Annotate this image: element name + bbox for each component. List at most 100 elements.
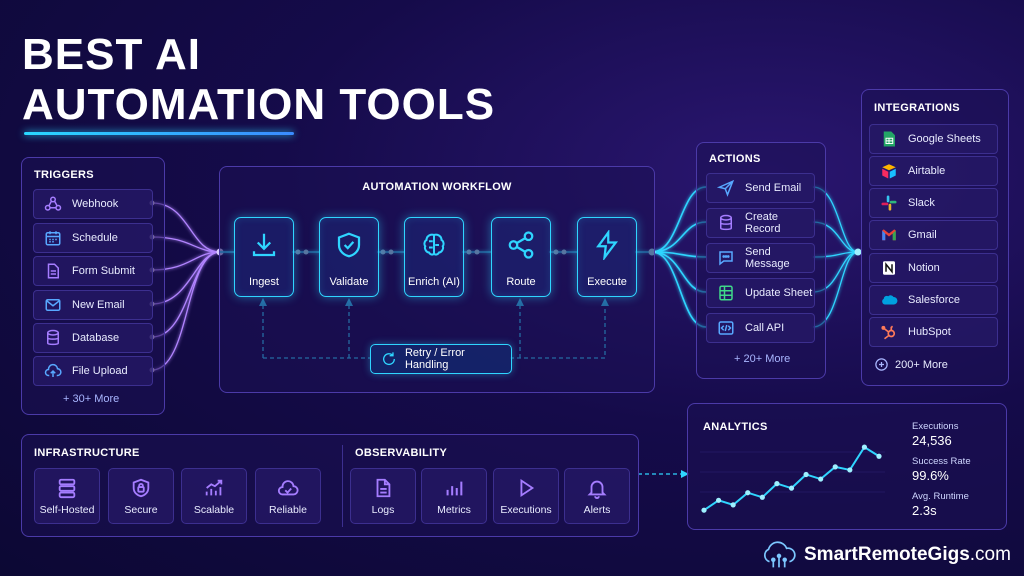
retry-label: Retry / Error Handling [404, 347, 465, 371]
action-create-record[interactable]: Create Record [706, 208, 815, 238]
infra-secure[interactable]: Secure [108, 468, 174, 524]
google-sheets-icon [883, 131, 895, 147]
step-label: Execute [587, 276, 627, 288]
slack-icon [881, 195, 897, 211]
stat-executions-label: Executions [912, 421, 959, 432]
trend-point [715, 497, 722, 503]
stat-success-rate-label: Success Rate [912, 456, 971, 467]
step-route[interactable]: Route [491, 217, 551, 297]
database-icon [720, 214, 732, 231]
integration-slack[interactable]: Slack [869, 188, 998, 218]
trigger-form-submit[interactable]: Form Submit [33, 256, 153, 286]
infrastructure-heading: INFRASTRUCTURE [34, 447, 140, 459]
step-ingest[interactable]: Ingest [234, 217, 294, 297]
integration-gmail[interactable]: Gmail [869, 220, 998, 250]
page-title: BEST AI AUTOMATION TOOLS [22, 30, 495, 130]
trigger-file-upload[interactable]: File Upload [33, 356, 153, 386]
integration-label: Google Sheets [908, 133, 981, 145]
database-icon [47, 329, 59, 346]
title-line-1: BEST AI [22, 30, 201, 79]
infra-label: Reliable [269, 504, 307, 516]
title-underline [24, 132, 294, 135]
observability-alerts[interactable]: Alerts [564, 468, 630, 524]
trigger-schedule[interactable]: Schedule [33, 223, 153, 253]
trend-point [876, 453, 882, 459]
code-icon [718, 321, 734, 335]
stat-success-rate-value: 99.6% [912, 468, 949, 483]
observability-label: Metrics [437, 504, 471, 516]
trend-point [818, 476, 824, 482]
stat-avg-runtime-value: 2.3s [912, 503, 937, 518]
infra-reliable[interactable]: Reliable [255, 468, 321, 524]
observability-logs[interactable]: Logs [350, 468, 416, 524]
action-update-sheet[interactable]: Update Sheet [706, 278, 815, 308]
observability-heading: OBSERVABILITY [355, 447, 448, 459]
action-send-email[interactable]: Send Email [706, 173, 815, 203]
infra-scalable[interactable]: Scalable [181, 468, 247, 524]
action-label: Send Message [745, 246, 790, 270]
brain-icon [423, 233, 445, 256]
lock-shield-icon [132, 478, 150, 498]
growth-chart-icon [205, 479, 223, 496]
integration-label: Gmail [908, 229, 937, 241]
infra-self-hosted[interactable]: Self-Hosted [34, 468, 100, 524]
brand-name: SmartRemoteGigs.com [804, 544, 1011, 566]
integration-notion[interactable]: Notion [869, 253, 998, 283]
trend-point [745, 490, 751, 496]
step-label: Validate [329, 276, 369, 288]
integrations-more-link[interactable]: 200+ More [874, 357, 948, 372]
trigger-label: Schedule [72, 232, 118, 244]
salesforce-icon [882, 295, 898, 305]
retry-error-handling[interactable]: Retry / Error Handling [370, 344, 512, 374]
server-icon [58, 478, 76, 499]
observability-label: Executions [500, 504, 552, 516]
infra-label: Secure [124, 504, 158, 516]
email-icon [45, 299, 61, 311]
step-label: Route [506, 276, 536, 288]
trigger-new-email[interactable]: New Email [33, 290, 153, 320]
brand-logo[interactable]: SmartRemoteGigs.com [760, 540, 1011, 570]
analytics-heading: ANALYTICS [703, 421, 768, 433]
observability-metrics[interactable]: Metrics [421, 468, 487, 524]
section-divider [342, 445, 343, 527]
step-execute[interactable]: Execute [577, 217, 637, 297]
integrations-more-label: 200+ More [895, 358, 948, 371]
refresh-icon [383, 352, 395, 366]
trend-point [803, 471, 809, 478]
trend-point [847, 467, 853, 473]
integration-google-sheets[interactable]: Google Sheets [869, 124, 998, 154]
gmail-icon [882, 229, 896, 241]
integrations-heading: INTEGRATIONS [874, 102, 960, 114]
observability-label: Logs [371, 504, 395, 516]
shield-check-icon [337, 232, 361, 258]
step-validate[interactable]: Validate [319, 217, 379, 297]
integration-hubspot[interactable]: HubSpot [869, 317, 998, 347]
step-label: Ingest [249, 276, 279, 288]
trend-point [730, 502, 736, 508]
trigger-webhook[interactable]: Webhook [33, 189, 153, 219]
actions-more-link[interactable]: + 20+ More [734, 353, 791, 365]
action-call-api[interactable]: Call API [706, 313, 815, 343]
triggers-more-link[interactable]: + 30+ More [63, 393, 120, 405]
bell-icon [587, 480, 607, 499]
integration-airtable[interactable]: Airtable [869, 156, 998, 186]
hubspot-icon [881, 325, 896, 340]
integration-label: Airtable [908, 165, 946, 177]
trigger-label: New Email [72, 299, 125, 311]
action-send-message[interactable]: Send Message [706, 243, 815, 273]
stat-executions-value: 24,536 [912, 433, 952, 448]
integration-label: Notion [908, 262, 940, 274]
action-label: Update Sheet [745, 287, 813, 299]
brand-suffix: .com [969, 544, 1011, 565]
step-enrich-ai[interactable]: Enrich (AI) [404, 217, 464, 297]
trigger-database[interactable]: Database [33, 323, 153, 353]
analytics-panel: ANALYTICS [687, 403, 1007, 530]
notion-icon [883, 261, 895, 275]
integration-salesforce[interactable]: Salesforce [869, 285, 998, 315]
cloud-check-icon [277, 480, 299, 496]
trend-point [701, 507, 707, 513]
integration-label: HubSpot [908, 326, 951, 338]
action-label: Send Email [745, 182, 802, 194]
observability-executions[interactable]: Executions [493, 468, 559, 524]
document-icon [376, 478, 391, 498]
